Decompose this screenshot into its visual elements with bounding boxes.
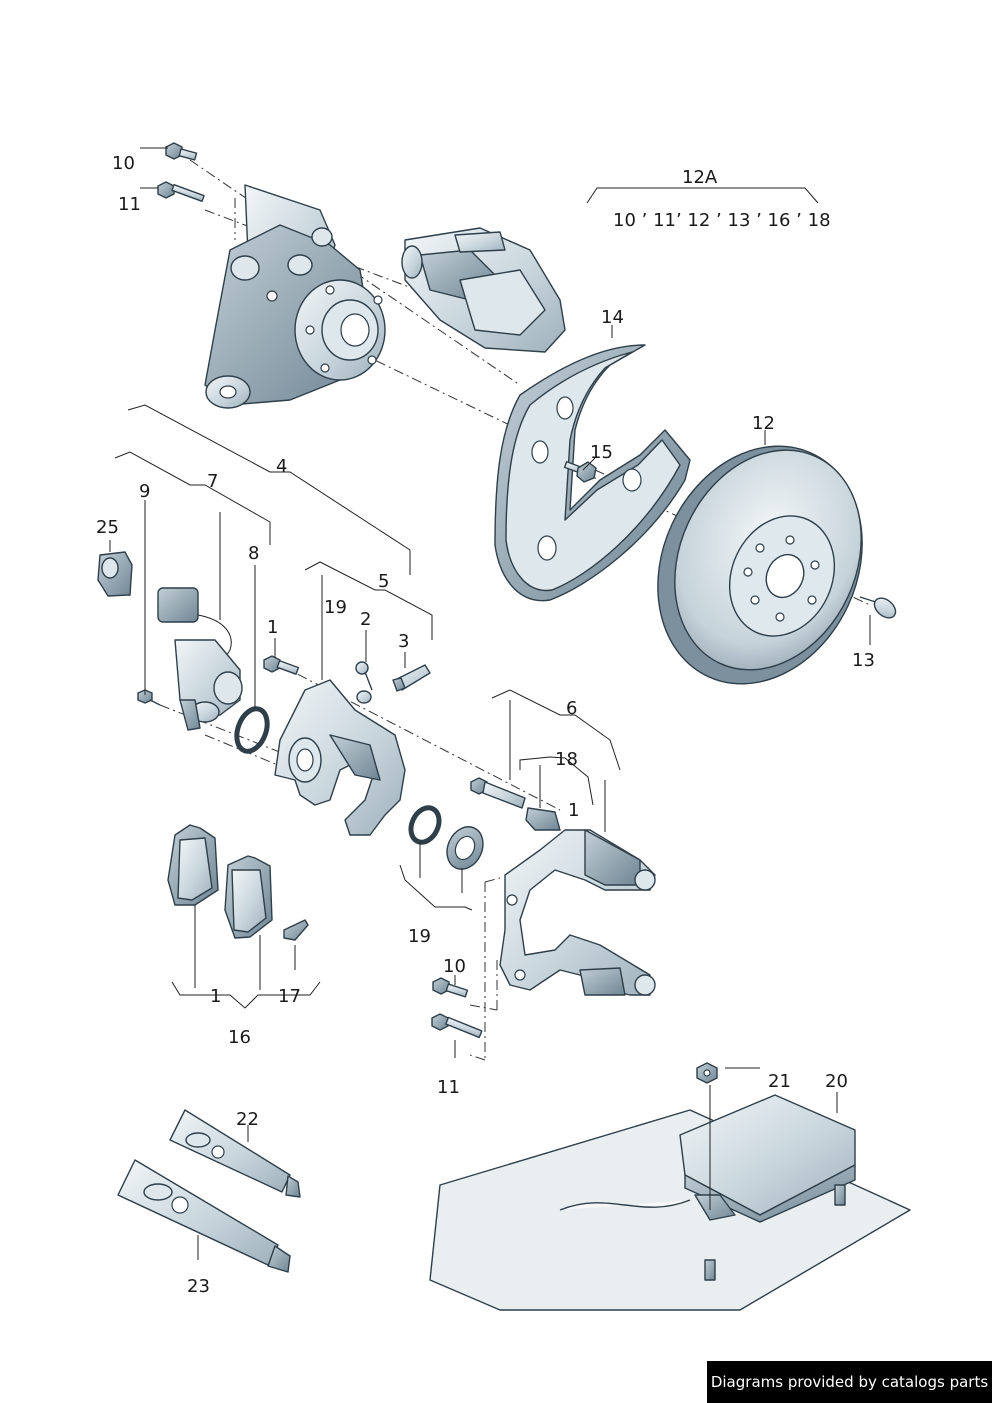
grease-tube-22	[169, 1109, 301, 1198]
bolt-15	[563, 461, 597, 483]
label-1-upper: 1	[267, 617, 278, 638]
label-6: 6	[566, 698, 577, 719]
bushing-18	[525, 807, 561, 831]
label-17: 17	[278, 986, 301, 1007]
brake-caliper-upper	[401, 227, 566, 353]
o-ring-8	[234, 706, 270, 754]
screw-13	[859, 596, 897, 619]
bolt-1-upper	[263, 655, 300, 675]
footer-credit: Diagrams provided by catalogs parts	[707, 1361, 992, 1403]
label-7: 7	[207, 471, 218, 492]
brake-pad-2	[224, 855, 273, 939]
bolts-10-11-top	[157, 142, 205, 202]
label-5: 5	[378, 571, 389, 592]
bolts-10-11-lower	[431, 977, 483, 1039]
nut-21	[696, 1062, 718, 1084]
brake-shield	[494, 344, 691, 602]
label-25: 25	[96, 517, 119, 538]
brake-motor-7	[157, 587, 243, 731]
label-2: 2	[360, 609, 371, 630]
label-9: 9	[139, 481, 150, 502]
label-12A-contents: 10 ’ 11’ 12 ’ 13 ’ 16 ’ 18	[613, 210, 831, 231]
label-8: 8	[248, 543, 259, 564]
label-12A: 12A	[682, 167, 718, 188]
label-16: 16	[228, 1027, 251, 1048]
label-19-lower: 19	[408, 926, 431, 947]
part-labels: 10 11 12A 10 ’ 11’ 12 ’ 13 ’ 16 ’ 18 14 …	[96, 153, 875, 1297]
label-1-right: 1	[568, 800, 579, 821]
wear-indicator-17	[283, 919, 309, 941]
label-19-upper: 19	[324, 597, 347, 618]
leader-lines	[109, 147, 871, 1260]
label-11-lower: 11	[437, 1077, 460, 1098]
label-11-top: 11	[118, 194, 141, 215]
caliper-housing	[274, 679, 406, 836]
label-18: 18	[555, 749, 578, 770]
label-13: 13	[852, 650, 875, 671]
label-3: 3	[398, 631, 409, 652]
label-22: 22	[236, 1109, 259, 1130]
seal-boot-19	[446, 826, 484, 870]
label-20: 20	[825, 1071, 848, 1092]
bleeder-2	[355, 661, 373, 704]
part-25	[97, 551, 133, 597]
brake-pad-1	[167, 824, 219, 906]
grease-tube-23	[117, 1159, 291, 1273]
guide-bolt-1	[470, 777, 526, 809]
label-1-pads: 1	[210, 986, 221, 1007]
caliper-carrier	[499, 829, 656, 996]
label-4: 4	[276, 456, 287, 477]
label-23: 23	[187, 1276, 210, 1297]
screw-9	[137, 689, 161, 706]
label-10-top: 10	[112, 153, 135, 174]
label-21: 21	[768, 1071, 791, 1092]
label-12: 12	[752, 413, 775, 434]
wheel-hub-housing	[204, 184, 386, 409]
label-10-lower: 10	[443, 956, 466, 977]
bleeder-3	[392, 664, 431, 692]
label-15: 15	[590, 442, 613, 463]
brake-disc	[657, 445, 863, 685]
control-unit-20	[429, 1094, 911, 1311]
seal-ring-19	[408, 805, 442, 845]
label-14: 14	[601, 307, 624, 328]
